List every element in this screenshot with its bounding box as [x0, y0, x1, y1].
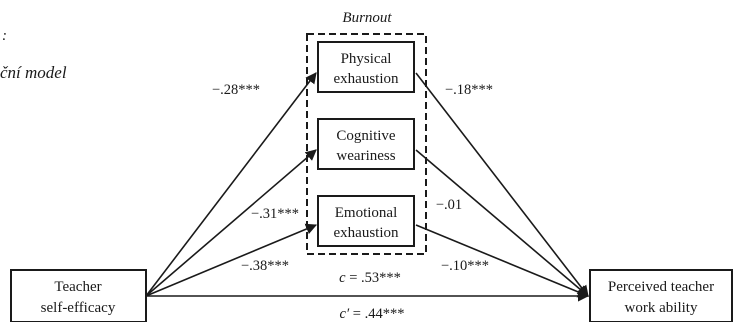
burnout-group-frame	[306, 33, 427, 255]
node-physical-line-1: Physical	[341, 51, 392, 67]
burnout-group-label: Burnout	[342, 10, 392, 26]
caption-line-2: ční model	[0, 63, 67, 82]
coef-a-physical: −.28***	[212, 82, 260, 98]
edge-predictor-cognitive	[145, 149, 317, 297]
edge-emotional-outcome	[415, 224, 590, 298]
coef-total-symbol: c	[339, 270, 346, 286]
node-cognitive-line-1: Cognitive	[336, 128, 396, 144]
caption-line-1: :	[2, 28, 7, 44]
coef-total-value: = .53***	[346, 270, 401, 286]
node-cognitive-box	[317, 118, 415, 170]
edge-predictor-physical	[145, 72, 317, 297]
coef-total-effect: c = .53***	[339, 270, 401, 286]
node-cognitive-line-2: weariness	[336, 148, 395, 164]
node-outcome-line-2: work ability	[625, 300, 698, 316]
node-predictor-line-2: self-efficacy	[41, 300, 116, 316]
edge-physical-outcome	[415, 72, 589, 297]
coef-direct-symbol: c′	[340, 306, 350, 322]
coef-b-cognitive: −.01	[436, 197, 462, 213]
coef-direct-effect: c′ = .44***	[340, 306, 405, 322]
node-emotional-line-2: exhaustion	[334, 225, 399, 241]
coef-b-physical: −.18***	[445, 82, 493, 98]
node-predictor-line-1: Teacher	[54, 279, 101, 295]
coef-a-cognitive: −.31***	[251, 206, 299, 222]
node-emotional-box	[317, 195, 415, 247]
node-physical-line-2: exhaustion	[334, 71, 399, 87]
node-outcome-box	[589, 269, 733, 322]
node-physical-box	[317, 41, 415, 93]
coef-a-emotional: −.38***	[241, 258, 289, 274]
node-emotional-line-1: Emotional	[335, 205, 398, 221]
edge-cognitive-outcome	[415, 149, 589, 297]
edge-predictor-emotional	[145, 223, 318, 297]
node-predictor-box	[10, 269, 147, 322]
coef-b-emotional: −.10***	[441, 258, 489, 274]
coef-direct-value: = .44***	[349, 306, 404, 322]
node-outcome-line-1: Perceived teacher	[608, 279, 714, 295]
